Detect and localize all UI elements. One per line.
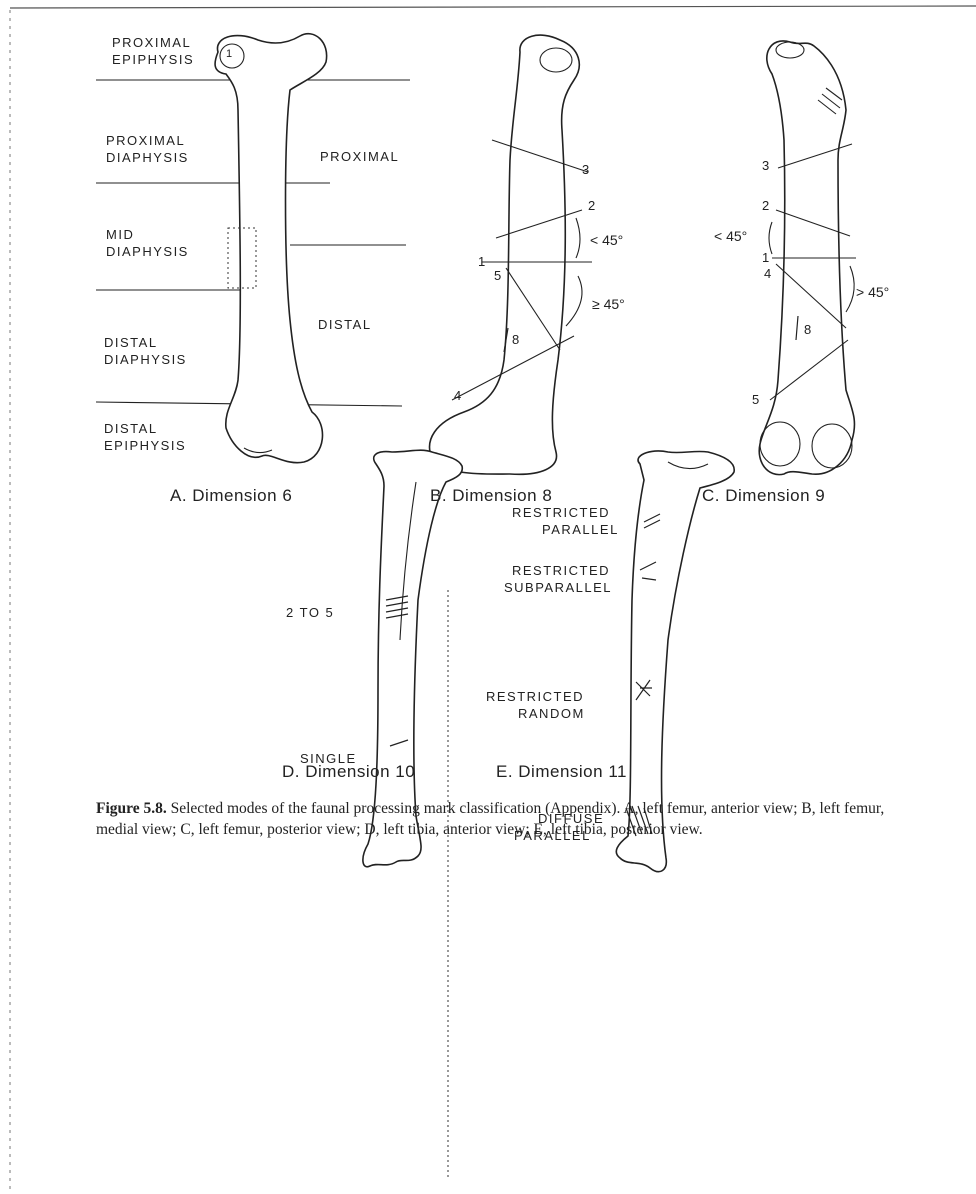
- label-distal-epiphysis: DISTAL EPIPHYSIS: [104, 420, 186, 454]
- panel-c-caption: C. Dimension 9: [702, 486, 825, 506]
- mark-number-5: 5: [752, 392, 759, 407]
- mark-number-1: 1: [762, 250, 769, 265]
- label-line: DISTAL: [104, 334, 187, 351]
- mark-number-4: 4: [454, 388, 461, 403]
- panel-d-caption: D. Dimension 10: [282, 762, 415, 782]
- label-line: RESTRICTED: [512, 504, 619, 521]
- mark-number-3: 3: [762, 158, 769, 173]
- label-line: RANDOM: [486, 705, 585, 722]
- label-distal: DISTAL: [318, 316, 372, 333]
- angle-arc: [576, 218, 580, 258]
- label-mid-diaphysis: MID DIAPHYSIS: [106, 226, 189, 260]
- label-proximal-diaphysis: PROXIMAL DIAPHYSIS: [106, 132, 189, 166]
- angle-arc: [566, 276, 582, 326]
- mark-number-8: 8: [512, 332, 519, 347]
- label-line: DIAPHYSIS: [106, 149, 189, 166]
- label-restricted-parallel: RESTRICTED PARALLEL: [512, 504, 619, 538]
- angle-less-than-45: < 45°: [714, 228, 747, 244]
- figure-caption-text: Selected modes of the faunal processing …: [96, 800, 884, 838]
- figure-label: Figure 5.8.: [96, 800, 167, 817]
- angle-arc: [769, 222, 772, 254]
- mark-number-8: 8: [804, 322, 811, 337]
- label-line: DISTAL: [104, 420, 186, 437]
- label-proximal: PROXIMAL: [320, 148, 399, 165]
- label-line: RESTRICTED: [486, 688, 585, 705]
- panel-a-caption: A. Dimension 6: [170, 486, 292, 506]
- label-line: PARALLEL: [512, 521, 619, 538]
- label-line: PROXIMAL: [106, 132, 189, 149]
- mark-number-2: 2: [762, 198, 769, 213]
- scan-edge-top: [10, 6, 976, 8]
- panel-b-caption: B. Dimension 8: [430, 486, 552, 506]
- label-line: DIAPHYSIS: [104, 351, 187, 368]
- femoral-head-number: 1: [226, 48, 232, 60]
- label-line: EPIPHYSIS: [112, 51, 194, 68]
- label-line: EPIPHYSIS: [104, 437, 186, 454]
- mark-number-5: 5: [494, 268, 501, 283]
- panel-e-caption: E. Dimension 11: [496, 762, 627, 782]
- label-line: SUBPARALLEL: [504, 579, 612, 596]
- label-proximal-epiphysis: PROXIMAL EPIPHYSIS: [112, 34, 194, 68]
- angle-greater-than-45: > 45°: [856, 284, 889, 300]
- label-restricted-random: RESTRICTED RANDOM: [486, 688, 585, 722]
- label-line: PROXIMAL: [112, 34, 194, 51]
- mark-number-4: 4: [764, 266, 771, 281]
- label-line: RESTRICTED: [504, 562, 612, 579]
- femur-medial-drawing: [430, 35, 592, 474]
- label-2-to-5: 2 TO 5: [286, 604, 334, 621]
- mark-number-2: 2: [588, 198, 595, 213]
- figure-caption: Figure 5.8. Selected modes of the faunal…: [96, 798, 896, 840]
- mark-number-1: 1: [478, 254, 485, 269]
- label-line: DIAPHYSIS: [106, 243, 189, 260]
- label-line: MID: [106, 226, 189, 243]
- femur-outline: [430, 35, 580, 474]
- mark-number-3: 3: [582, 162, 589, 177]
- angle-at-least-45: ≥ 45°: [592, 296, 625, 312]
- label-distal-diaphysis: DISTAL DIAPHYSIS: [104, 334, 187, 368]
- angle-less-than-45: < 45°: [590, 232, 623, 248]
- femur-posterior-drawing: [759, 41, 856, 475]
- femur-outline: [215, 34, 327, 463]
- label-restricted-subparallel: RESTRICTED SUBPARALLEL: [504, 562, 612, 596]
- angle-arc: [846, 266, 854, 312]
